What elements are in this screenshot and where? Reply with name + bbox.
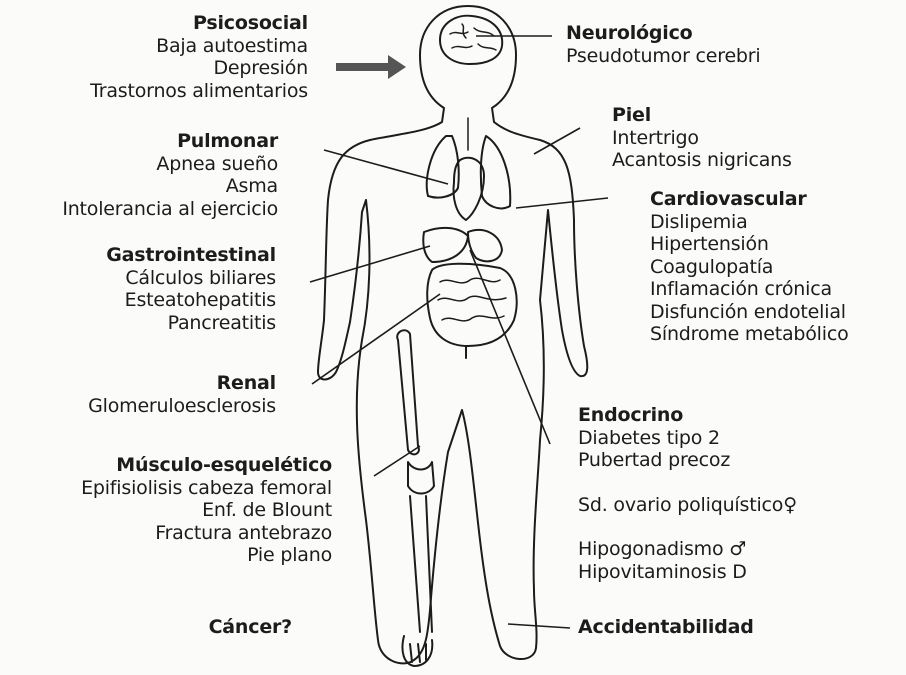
group-title: Músculo-esquelético xyxy=(81,454,332,477)
group-item: Apnea sueño xyxy=(62,153,278,176)
line-cardiovascular xyxy=(516,198,608,208)
group-item: Diabetes tipo 2 xyxy=(578,427,797,450)
group-title: Pulmonar xyxy=(62,130,278,153)
group-title: Neurológico xyxy=(566,22,761,45)
group-psicosocial: Psicosocial Baja autoestima Depresión Tr… xyxy=(90,12,308,102)
group-item: Intertrigo xyxy=(612,127,792,150)
group-gastrointestinal: Gastrointestinal Cálculos biliares Estea… xyxy=(106,244,276,334)
group-item: Coagulopatía xyxy=(650,256,849,279)
knee-bone xyxy=(408,462,434,494)
group-musculo-esqueletico: Músculo-esquelético Epifisiolisis cabeza… xyxy=(81,454,332,567)
group-item: Sd. ovario poliquístico♀ xyxy=(578,494,797,517)
line-musculo xyxy=(374,446,420,476)
group-item: Hipovitaminosis D xyxy=(578,561,797,584)
group-title: Psicosocial xyxy=(90,12,308,35)
liver xyxy=(423,228,468,262)
group-accidentabilidad: Accidentabilidad xyxy=(578,616,754,639)
group-item: Depresión xyxy=(90,57,308,80)
brain-drawing xyxy=(440,16,502,64)
group-item: Trastornos alimentarios xyxy=(90,80,308,103)
group-item: Pseudotumor cerebri xyxy=(566,45,761,68)
group-item: Hipogonadismo ♂ xyxy=(578,538,797,561)
group-item: Acantosis nigricans xyxy=(612,149,792,172)
group-title: Piel xyxy=(612,104,792,127)
group-item: Pancreatitis xyxy=(106,312,276,335)
group-item: Disfunción endotelial xyxy=(650,301,849,324)
line-renal xyxy=(312,294,440,384)
foot-bones xyxy=(402,636,432,666)
femur-bone xyxy=(397,330,419,454)
group-item: Hipertensión xyxy=(650,233,849,256)
group-item: Pie plano xyxy=(81,544,332,567)
group-title: Cardiovascular xyxy=(650,188,849,211)
group-endocrino: Endocrino Diabetes tipo 2 Pubertad preco… xyxy=(578,404,797,583)
group-item: Asma xyxy=(62,175,278,198)
group-item: Glomeruloesclerosis xyxy=(88,395,276,418)
group-item: Pubertad precoz xyxy=(578,449,797,472)
line-endocrino xyxy=(470,250,550,444)
group-renal: Renal Glomeruloesclerosis xyxy=(88,372,276,417)
group-piel: Piel Intertrigo Acantosis nigricans xyxy=(612,104,792,172)
group-item: Dislipemia xyxy=(650,211,849,234)
tibia-bone xyxy=(410,496,432,632)
group-neurologico: Neurológico Pseudotumor cerebri xyxy=(566,22,761,67)
group-item: Esteatohepatitis xyxy=(106,289,276,312)
group-item: Cálculos biliares xyxy=(106,267,276,290)
group-title: Gastrointestinal xyxy=(106,244,276,267)
group-title: Accidentabilidad xyxy=(578,616,754,639)
body-outline xyxy=(318,6,587,663)
group-item: Síndrome metabólico xyxy=(650,323,849,346)
group-title: Cáncer? xyxy=(209,616,292,639)
group-cancer: Cáncer? xyxy=(209,616,292,639)
group-title: Endocrino xyxy=(578,404,797,427)
group-item: Fractura antebrazo xyxy=(81,522,332,545)
psicosocial-arrow-icon xyxy=(336,55,406,79)
group-item: Baja autoestima xyxy=(90,35,308,58)
group-pulmonar: Pulmonar Apnea sueño Asma Intolerancia a… xyxy=(62,130,278,220)
group-item: Intolerancia al ejercicio xyxy=(62,198,278,221)
group-item: Epifisiolisis cabeza femoral xyxy=(81,477,332,500)
group-cardiovascular: Cardiovascular Dislipemia Hipertensión C… xyxy=(650,188,849,346)
line-accidentabilidad xyxy=(508,624,570,628)
group-title: Renal xyxy=(88,372,276,395)
right-lung xyxy=(481,136,510,208)
group-item: Inflamación crónica xyxy=(650,278,849,301)
intestines xyxy=(427,264,516,346)
group-item: Enf. de Blount xyxy=(81,499,332,522)
